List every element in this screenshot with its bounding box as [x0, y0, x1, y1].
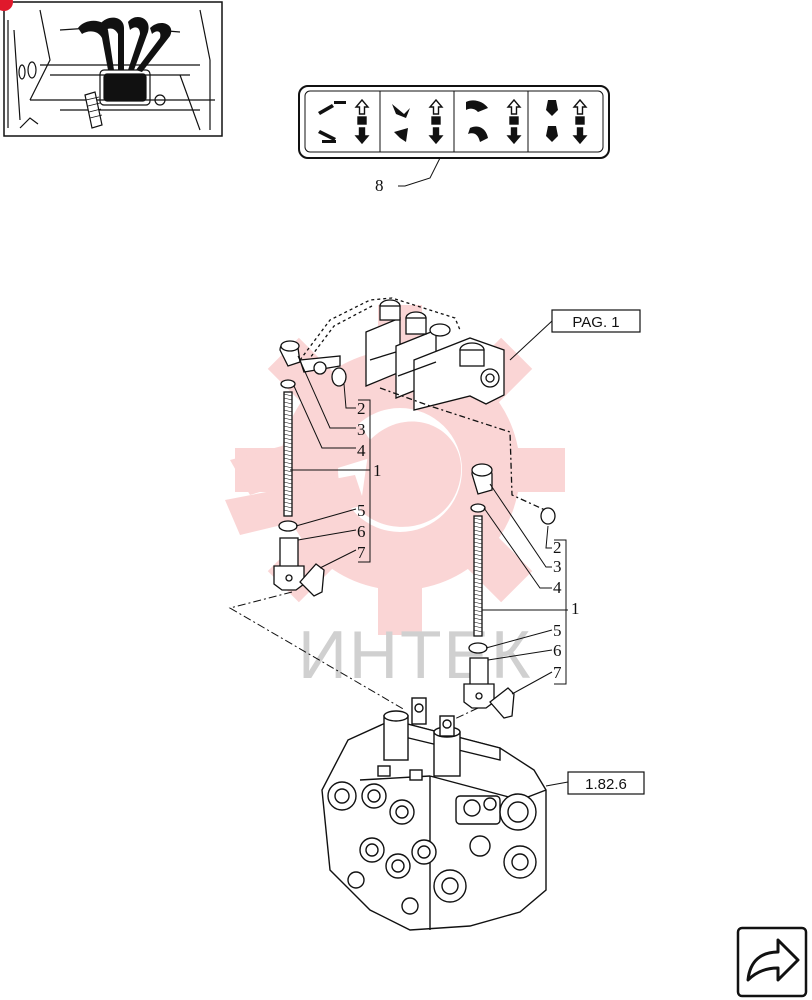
arrow-down-icon	[572, 127, 588, 145]
watermark-text: ИНТЕК	[298, 617, 533, 693]
assembly-path-left	[228, 591, 406, 711]
tilt-up-icon	[318, 101, 346, 115]
left-callout-2: 2	[357, 399, 366, 418]
control-levers-icon	[78, 17, 172, 72]
arrow-up-icon	[506, 98, 522, 115]
arrow-down-icon	[428, 127, 444, 145]
right-callout-2: 2	[553, 538, 562, 557]
neutral-square-icon	[575, 116, 585, 125]
right-callout-6: 6	[553, 641, 562, 660]
arrow-up-icon	[572, 98, 588, 115]
reference-1-82-6-label: 1.82.6	[585, 776, 627, 793]
arrow-down-icon	[506, 127, 522, 145]
lever-linkage-bracket	[299, 297, 505, 411]
right-callout-1: 1	[571, 599, 580, 618]
left-callout-1: 1	[373, 461, 382, 480]
left-callout-7: 7	[357, 543, 366, 562]
location-thumbnail	[0, 0, 223, 137]
left-callout-3: 3	[357, 420, 366, 439]
arrow-up-icon	[354, 98, 370, 115]
right-rod-threads	[473, 517, 483, 633]
next-page-icon[interactable]	[736, 926, 808, 998]
arrow-up-icon	[428, 98, 444, 115]
left-callout-5: 5	[357, 501, 366, 520]
right-callout-4: 4	[553, 578, 562, 597]
attachment-down-icon	[546, 126, 558, 142]
right-callout-7: 7	[553, 663, 562, 682]
neutral-square-icon	[431, 116, 441, 125]
reference-pag1-label: PAG. 1	[572, 314, 619, 331]
right-callout-5: 5	[553, 621, 562, 640]
arrow-down-icon	[354, 127, 370, 145]
control-valve-body	[321, 697, 547, 931]
left-callout-6: 6	[357, 522, 366, 541]
left-rod-assembly	[273, 340, 347, 597]
left-callout-4: 4	[357, 441, 366, 460]
tilt-down-icon	[318, 130, 336, 143]
corner-badge-icon	[0, 0, 13, 11]
bucket-down-icon	[468, 126, 488, 142]
right-rod-assembly	[379, 387, 556, 719]
attachment-up-icon	[546, 100, 558, 116]
left-rod-threads	[283, 393, 293, 513]
reference-box-pag1	[551, 309, 641, 333]
control-decal	[298, 85, 610, 159]
neutral-square-icon	[509, 116, 519, 125]
lift-up-icon	[392, 104, 410, 118]
bucket-up-icon	[466, 100, 488, 112]
reference-box-1-82-6	[567, 771, 645, 795]
right-callout-3: 3	[553, 557, 562, 576]
neutral-square-icon	[357, 116, 367, 125]
lift-down-icon	[394, 128, 408, 142]
callout-8: 8	[375, 176, 384, 195]
